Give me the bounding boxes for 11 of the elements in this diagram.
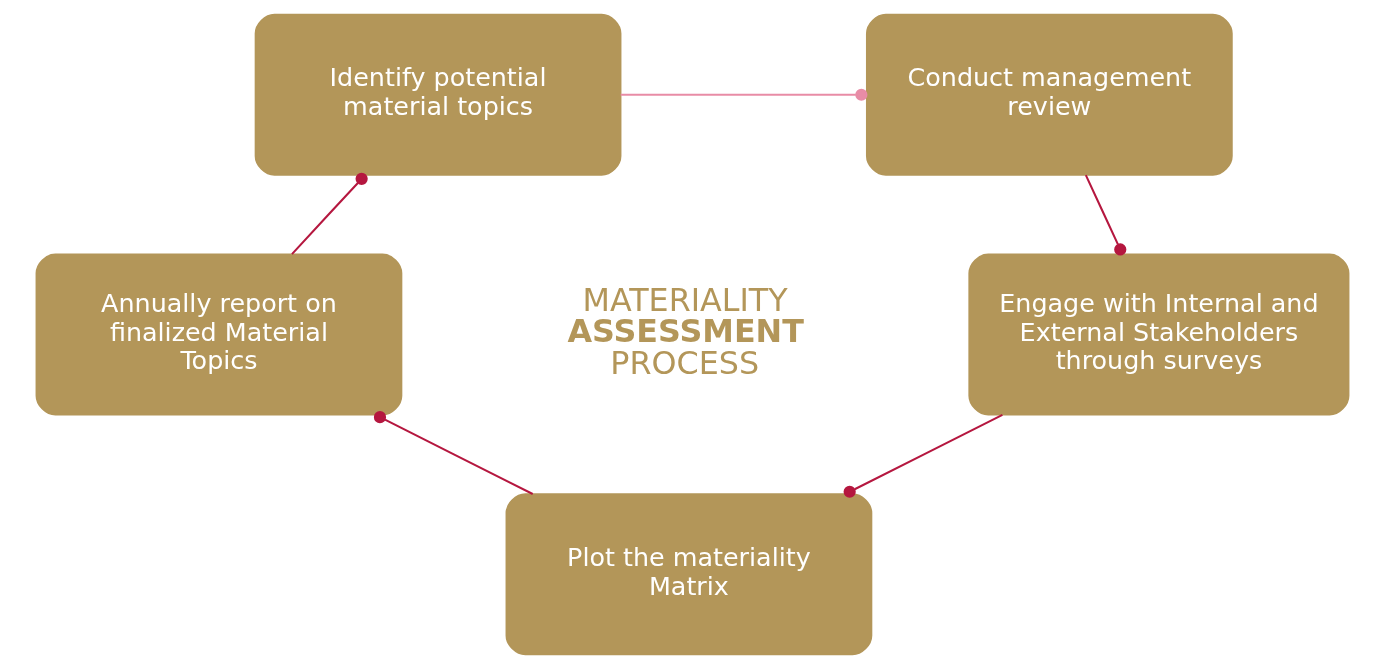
node-box: Identify potential material topics xyxy=(254,13,622,176)
node-box: Engage with Internal and External Stakeholders through surveys xyxy=(968,253,1350,416)
node-box: Conduct management review xyxy=(865,13,1233,176)
node-box: Plot the materiality Matrix xyxy=(505,493,873,656)
connector xyxy=(1084,174,1127,256)
connector xyxy=(373,411,534,495)
connector xyxy=(843,413,1003,498)
label: MATERIALITY ASSESSMENT PROCESS xyxy=(567,281,804,382)
connector xyxy=(620,88,868,101)
node-box: Annually report on finalized Material Topics xyxy=(35,253,403,416)
connector xyxy=(291,172,368,255)
